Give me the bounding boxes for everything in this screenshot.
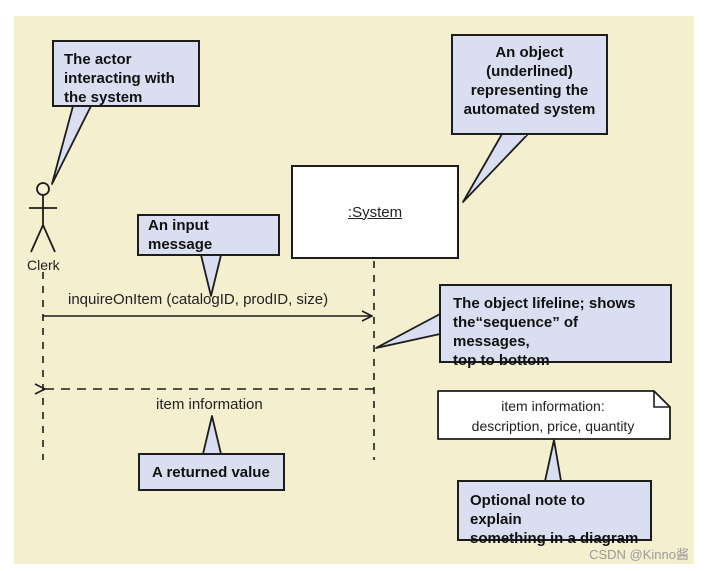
lifeline-callout-line-1: The object lifeline; shows [453, 295, 636, 312]
note-text: item information: description, price, qu… [440, 396, 666, 436]
lifeline-callout-line-2: the“sequence” of messages, [453, 314, 579, 350]
actor-callout-line-3: the system [64, 89, 143, 106]
actor-callout: The actor interacting with the system [52, 40, 200, 107]
lifeline-callout-pointer [375, 313, 441, 349]
optional-note-callout-line-1: Optional note to explain [470, 492, 585, 528]
input-message-callout: An input message [137, 214, 280, 256]
system-object-box: :System [291, 165, 459, 259]
returned-value-callout: A returned value [138, 453, 285, 491]
object-callout: An object (underlined) representing the … [451, 34, 608, 135]
input-callout-pointer [200, 254, 222, 297]
actor-callout-line-2: interacting with [64, 70, 175, 87]
actor-figure [29, 182, 57, 253]
object-callout-line-4: automated system [463, 101, 596, 118]
optional-note-callout: Optional note to explain something in a … [457, 480, 652, 547]
return-message-label: item information [156, 396, 263, 413]
input-message-callout-text: An input message [148, 217, 213, 253]
object-callout-line-3: representing the [470, 82, 589, 99]
object-callout-line-1: An object [495, 44, 564, 61]
note-fold [653, 391, 670, 408]
actor-callout-line-1: The actor [64, 51, 132, 68]
note-shape [437, 390, 671, 440]
system-object-label: :System [347, 203, 403, 221]
actor-callout-pointer [51, 105, 92, 185]
lifeline-callout: The object lifeline; shows the“sequence”… [439, 284, 672, 369]
note-line-1: item information: [501, 398, 605, 414]
object-callout-line-2: (underlined) [486, 63, 573, 80]
actor-label: Clerk [27, 257, 60, 273]
watermark: CSDN @Kinno酱 [589, 547, 689, 562]
lifeline-callout-line-3: top to bottom [453, 352, 550, 369]
returned-value-callout-text: A returned value [152, 463, 270, 481]
note-line-2: description, price, quantity [471, 418, 635, 434]
note-callout-pointer [544, 439, 562, 482]
object-callout-pointer [462, 133, 529, 203]
input-message-label: inquireOnItem (catalogID, prodID, size) [68, 291, 329, 308]
return-callout-pointer [202, 415, 222, 455]
optional-note-callout-line-2: something in a diagram [470, 530, 639, 547]
